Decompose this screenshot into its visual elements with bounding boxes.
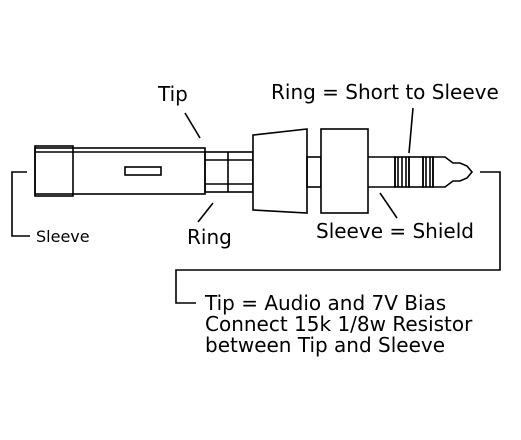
sleeve-shield-leader-line: [379, 192, 398, 219]
housing-end-flange: [34, 145, 74, 197]
plug-sleeve-barrel: [320, 128, 369, 214]
plug-rear-housing: [34, 145, 206, 197]
insulator-band-2: [422, 156, 434, 188]
shaft-tip: [432, 156, 474, 188]
housing-outline: [34, 147, 206, 195]
label-sleeve-shield: Sleeve = Shield: [316, 219, 474, 243]
plug-front-collar: [252, 128, 308, 214]
shaft-ring-section: [408, 156, 424, 188]
note-bracket: [175, 171, 501, 304]
plug-neck: [306, 156, 322, 188]
tip-leader-line: [184, 112, 201, 139]
sleeve-bracket: [11, 171, 30, 237]
shaft-sleeve-section: [368, 156, 396, 188]
label-sleeve: Sleeve: [36, 227, 90, 246]
note-line-3: between Tip and Sleeve: [205, 333, 445, 357]
label-ring: Ring: [187, 225, 232, 249]
housing-slot: [124, 166, 162, 176]
ring-leader-line: [197, 202, 214, 223]
plug-terminal-section: [204, 151, 254, 193]
note-line-2: Connect 15k 1/8w Resistor: [205, 312, 473, 336]
ring-short-leader-line: [408, 107, 414, 154]
terminal-block: [204, 151, 254, 193]
note-line-1: Tip = Audio and 7V Bias: [204, 291, 446, 315]
label-tip: Tip: [157, 82, 188, 106]
label-ring-short-to-sleeve: Ring = Short to Sleeve: [271, 80, 499, 104]
